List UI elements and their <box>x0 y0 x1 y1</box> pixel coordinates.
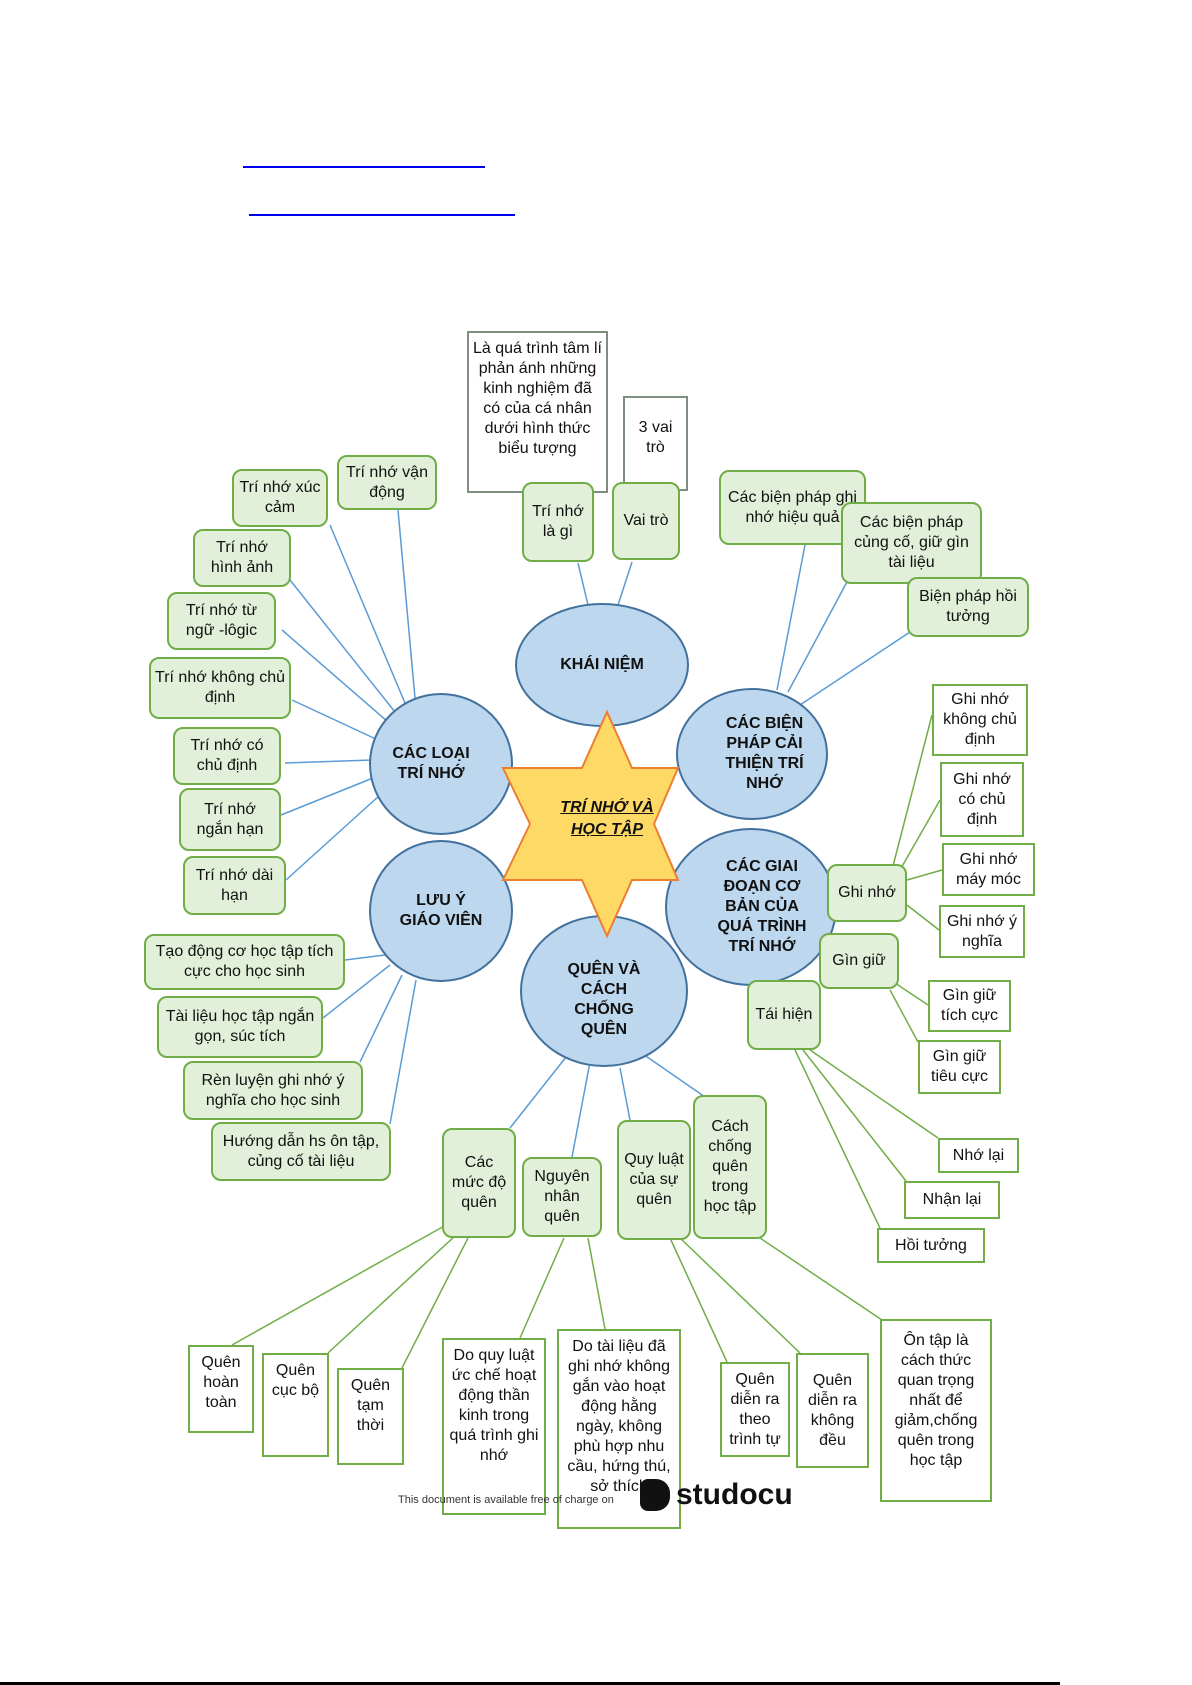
muc-do-item: Quên tạm thời <box>337 1368 404 1465</box>
gin-giu-item: Gìn giữ tích cực <box>928 980 1011 1032</box>
hyperlink-1[interactable] <box>243 166 485 168</box>
quy-luat-quen-box: Quy luật của sự quên <box>617 1120 691 1240</box>
chong-quen-item: Ôn tập là cách thức quan trọng nhất để g… <box>880 1319 992 1502</box>
bien-phap-item: Biện pháp hồi tưởng <box>907 577 1029 637</box>
topic-bien-phap: CÁC BIỆN PHÁP CẢI THIỆN TRÍ NHỚ <box>676 688 828 820</box>
tai-hien-item: Nhận lại <box>904 1181 1000 1219</box>
loai-item: Trí nhớ hình ảnh <box>193 529 291 587</box>
nguyen-nhan-item: Do tài liệu đã ghi nhớ không gắn vào hoạ… <box>557 1329 681 1529</box>
topic-label: QUÊN VÀ CÁCH CHỐNG QUÊN <box>567 961 641 1038</box>
center-title: TRÍ NHỚ VÀ HỌC TẬP <box>560 799 654 838</box>
muc-do-item: Quên hoàn toàn <box>188 1345 254 1433</box>
topic-cac-loai-tri-nho: CÁC LOẠI TRÍ NHỚ <box>369 693 513 835</box>
ghi-nho-item: Ghi nhớ ý nghĩa <box>939 905 1025 958</box>
ghi-nho-item: Ghi nhớ không chủ định <box>932 684 1028 756</box>
page-divider <box>0 1682 1060 1685</box>
hyperlink-2[interactable] <box>249 214 515 216</box>
role-box: Vai trò <box>612 482 680 560</box>
loai-item: Trí nhớ không chủ định <box>149 657 291 719</box>
studocu-logo-icon <box>640 1479 670 1511</box>
quy-luat-item: Quên diễn ra theo trình tự <box>720 1362 790 1457</box>
loai-item: Trí nhớ từ ngữ -lôgic <box>167 592 276 650</box>
what-is-memory-box: Trí nhớ là gì <box>522 482 594 562</box>
gin-giu-item: Gìn giữ tiêu cực <box>918 1040 1001 1094</box>
tai-hien-box: Tái hiện <box>747 980 821 1050</box>
luu-y-item: Rèn luyện ghi nhớ ý nghĩa cho học sinh <box>183 1061 363 1120</box>
loai-item: Trí nhớ có chủ định <box>173 727 281 785</box>
tai-hien-item: Hồi tưởng <box>877 1228 985 1263</box>
loai-item: Trí nhớ dài hạn <box>183 856 286 915</box>
ghi-nho-item: Ghi nhớ máy móc <box>942 843 1035 896</box>
watermark-text: This document is available free of charg… <box>398 1494 614 1506</box>
studocu-logo[interactable]: studocu <box>640 1478 793 1512</box>
ghi-nho-item: Ghi nhớ có chủ định <box>940 762 1024 837</box>
topic-label: CÁC LOẠI TRÍ NHỚ <box>392 745 470 782</box>
roles-count-box: 3 vai trò <box>623 396 688 491</box>
quy-luat-item: Quên diễn ra không đều <box>796 1353 869 1468</box>
bien-phap-item: Các biện pháp củng cố, giữ gìn tài liệu <box>841 502 982 584</box>
topic-label: CÁC BIỆN PHÁP CẢI THIỆN TRÍ NHỚ <box>725 715 804 792</box>
topic-khai-niem: KHÁI NIỆM <box>515 603 689 727</box>
luu-y-item: Tài liệu học tập ngắn gọn, súc tích <box>157 996 323 1058</box>
muc-do-item: Quên cục bộ <box>262 1353 329 1457</box>
tai-hien-item: Nhớ lại <box>938 1138 1019 1173</box>
nguyen-nhan-item: Do quy luật ức chế hoạt động thần kinh t… <box>442 1338 546 1515</box>
topic-luu-y-giao-vien: LƯU Ý GIÁO VIÊN <box>369 840 513 982</box>
center-star-icon <box>501 709 680 939</box>
gin-giu-box: Gìn giữ <box>819 933 899 989</box>
chong-quen-box: Cách chống quên trong học tập <box>693 1095 767 1239</box>
luu-y-item: Hướng dẫn hs ôn tập, củng cố tài liệu <box>211 1122 391 1181</box>
loai-item: Trí nhớ xúc cảm <box>232 469 328 527</box>
ghi-nho-box: Ghi nhớ <box>827 864 907 922</box>
loai-item: Trí nhớ ngắn hạn <box>179 788 281 851</box>
definition-box: Là quá trình tâm lí phản ánh những kinh … <box>467 331 608 493</box>
loai-item: Trí nhớ vận động <box>337 455 437 510</box>
muc-do-quen-box: Các mức độ quên <box>442 1128 516 1238</box>
nguyen-nhan-quen-box: Nguyên nhân quên <box>522 1157 602 1237</box>
luu-y-item: Tạo động cơ học tập tích cực cho học sin… <box>144 934 345 990</box>
topic-quen: QUÊN VÀ CÁCH CHỐNG QUÊN <box>520 915 688 1067</box>
topic-label: KHÁI NIỆM <box>560 656 644 673</box>
logo-text: studocu <box>676 1478 793 1511</box>
topic-label: LƯU Ý GIÁO VIÊN <box>399 892 483 929</box>
topic-label: CÁC GIAI ĐOẠN CƠ BẢN CỦA QUÁ TRÌNH TRÍ N… <box>717 858 807 955</box>
